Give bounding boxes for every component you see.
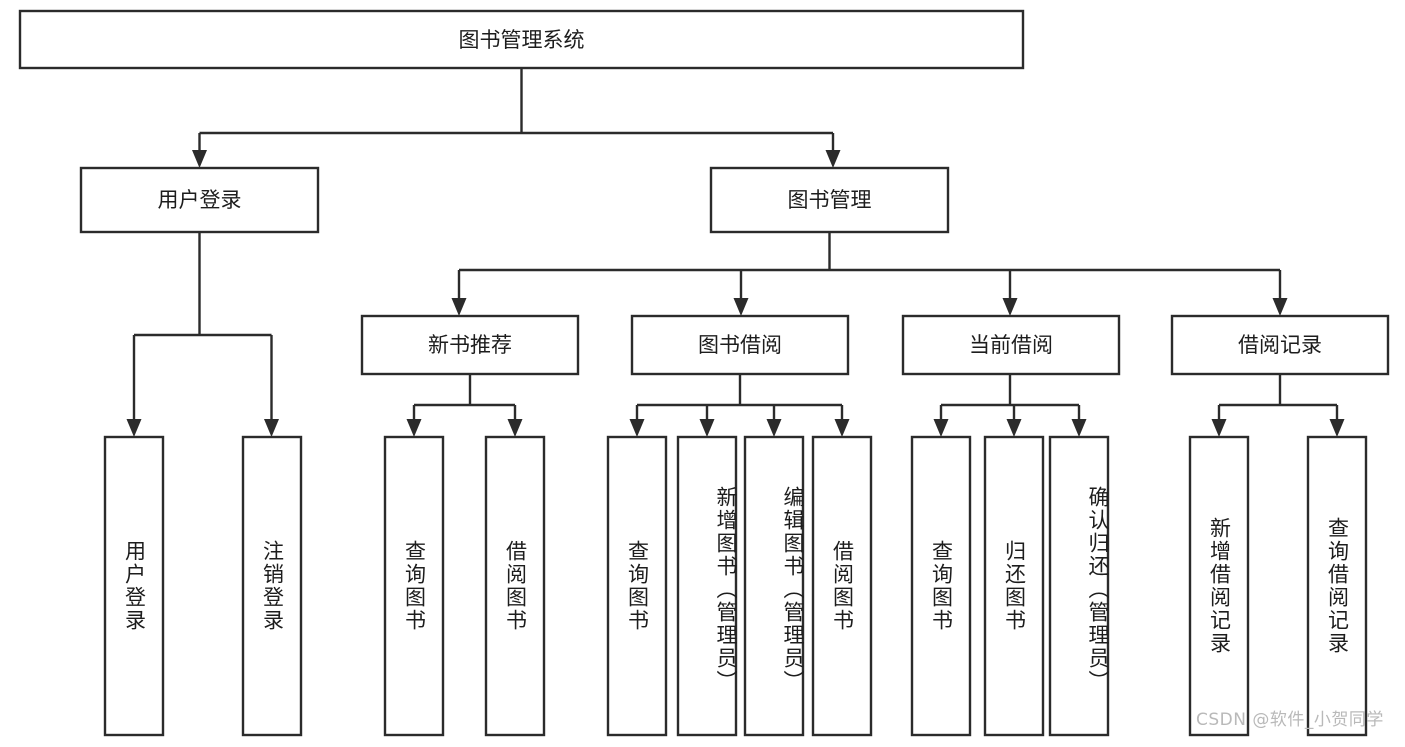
node-current-borrow-label: 当前借阅 (969, 333, 1053, 357)
arrow-head-icon (933, 419, 949, 437)
node-leaf-return-book-box[interactable] (983, 435, 1045, 737)
arrow-head-icon (507, 419, 523, 437)
arrow-head-icon (126, 419, 142, 437)
node-leaf-confirm-return-box[interactable] (1048, 435, 1110, 737)
node-book-borrow[interactable]: 图书借阅 (630, 314, 850, 376)
node-root-label: 图书管理系统 (459, 28, 585, 52)
node-leaf-borrow-book-2-box[interactable] (811, 435, 873, 737)
node-new-book-recommend-label: 新书推荐 (428, 333, 512, 357)
arrow-head-icon (1329, 419, 1345, 437)
node-book-manage-box[interactable] (709, 166, 950, 234)
node-leaf-add-book-box[interactable] (676, 435, 738, 737)
connector-newbook-to-leaves (406, 374, 523, 437)
node-user-login-label: 用户登录 (158, 188, 242, 212)
node-leaf-borrow-book-1-box[interactable] (484, 435, 546, 737)
arrow-head-icon (1071, 419, 1087, 437)
node-borrow-record-box[interactable] (1170, 314, 1390, 376)
node-current-borrow[interactable]: 当前借阅 (901, 314, 1121, 376)
node-borrow-record-label: 借阅记录 (1238, 333, 1322, 357)
node-leaf-add-record-box[interactable] (1188, 435, 1250, 737)
connector-borrowrecord-to-leaves (1211, 374, 1345, 437)
node-leaf-query-record-box[interactable] (1306, 435, 1368, 737)
arrow-head-icon (192, 150, 207, 168)
arrow-head-icon (451, 298, 467, 316)
arrow-head-icon (406, 419, 422, 437)
node-new-book-recommend[interactable]: 新书推荐 (360, 314, 580, 376)
node-leaf-user-login-box[interactable] (103, 435, 165, 737)
leaf-boxes-group (103, 435, 1368, 737)
arrow-head-icon (825, 150, 841, 168)
arrow-head-icon (1002, 298, 1018, 316)
node-new-book-recommend-box[interactable] (360, 314, 580, 376)
connector-currentborrow-to-leaves (933, 374, 1087, 437)
node-book-manage[interactable]: 图书管理 (709, 166, 950, 234)
node-root-box[interactable] (18, 9, 1025, 70)
arrow-head-icon (264, 419, 279, 437)
node-user-login[interactable]: 用户登录 (79, 166, 320, 234)
node-root[interactable]: 图书管理系统 (18, 9, 1025, 70)
connector-userlogin-to-leaves (126, 232, 279, 437)
node-leaf-query-book-2-box[interactable] (606, 435, 668, 737)
node-leaf-query-book-1-box[interactable] (383, 435, 445, 737)
arrow-head-icon (834, 419, 850, 437)
arrow-head-icon (1006, 419, 1022, 437)
node-leaf-edit-book-box[interactable] (743, 435, 805, 737)
arrow-head-icon (629, 419, 645, 437)
node-borrow-record[interactable]: 借阅记录 (1170, 314, 1390, 376)
node-leaf-logout-login-box[interactable] (241, 435, 303, 737)
arrow-head-icon (699, 419, 715, 437)
node-book-borrow-box[interactable] (630, 314, 850, 376)
connector-bookmanage-to-level3 (451, 232, 1288, 316)
csdn-watermark: CSDN @软件_小贺同学 (1196, 710, 1384, 730)
node-book-borrow-label: 图书借阅 (698, 333, 782, 357)
arrow-head-icon (766, 419, 782, 437)
arrow-head-icon (1272, 298, 1288, 316)
connector-bookborrow-to-leaves (629, 374, 850, 437)
node-user-login-box[interactable] (79, 166, 320, 234)
arrow-head-icon (733, 298, 749, 316)
node-current-borrow-box[interactable] (901, 314, 1121, 376)
connector-root-to-level2 (192, 68, 841, 168)
arrow-head-icon (1211, 419, 1227, 437)
node-leaf-query-book-3-box[interactable] (910, 435, 972, 737)
node-book-manage-label: 图书管理 (788, 188, 872, 212)
